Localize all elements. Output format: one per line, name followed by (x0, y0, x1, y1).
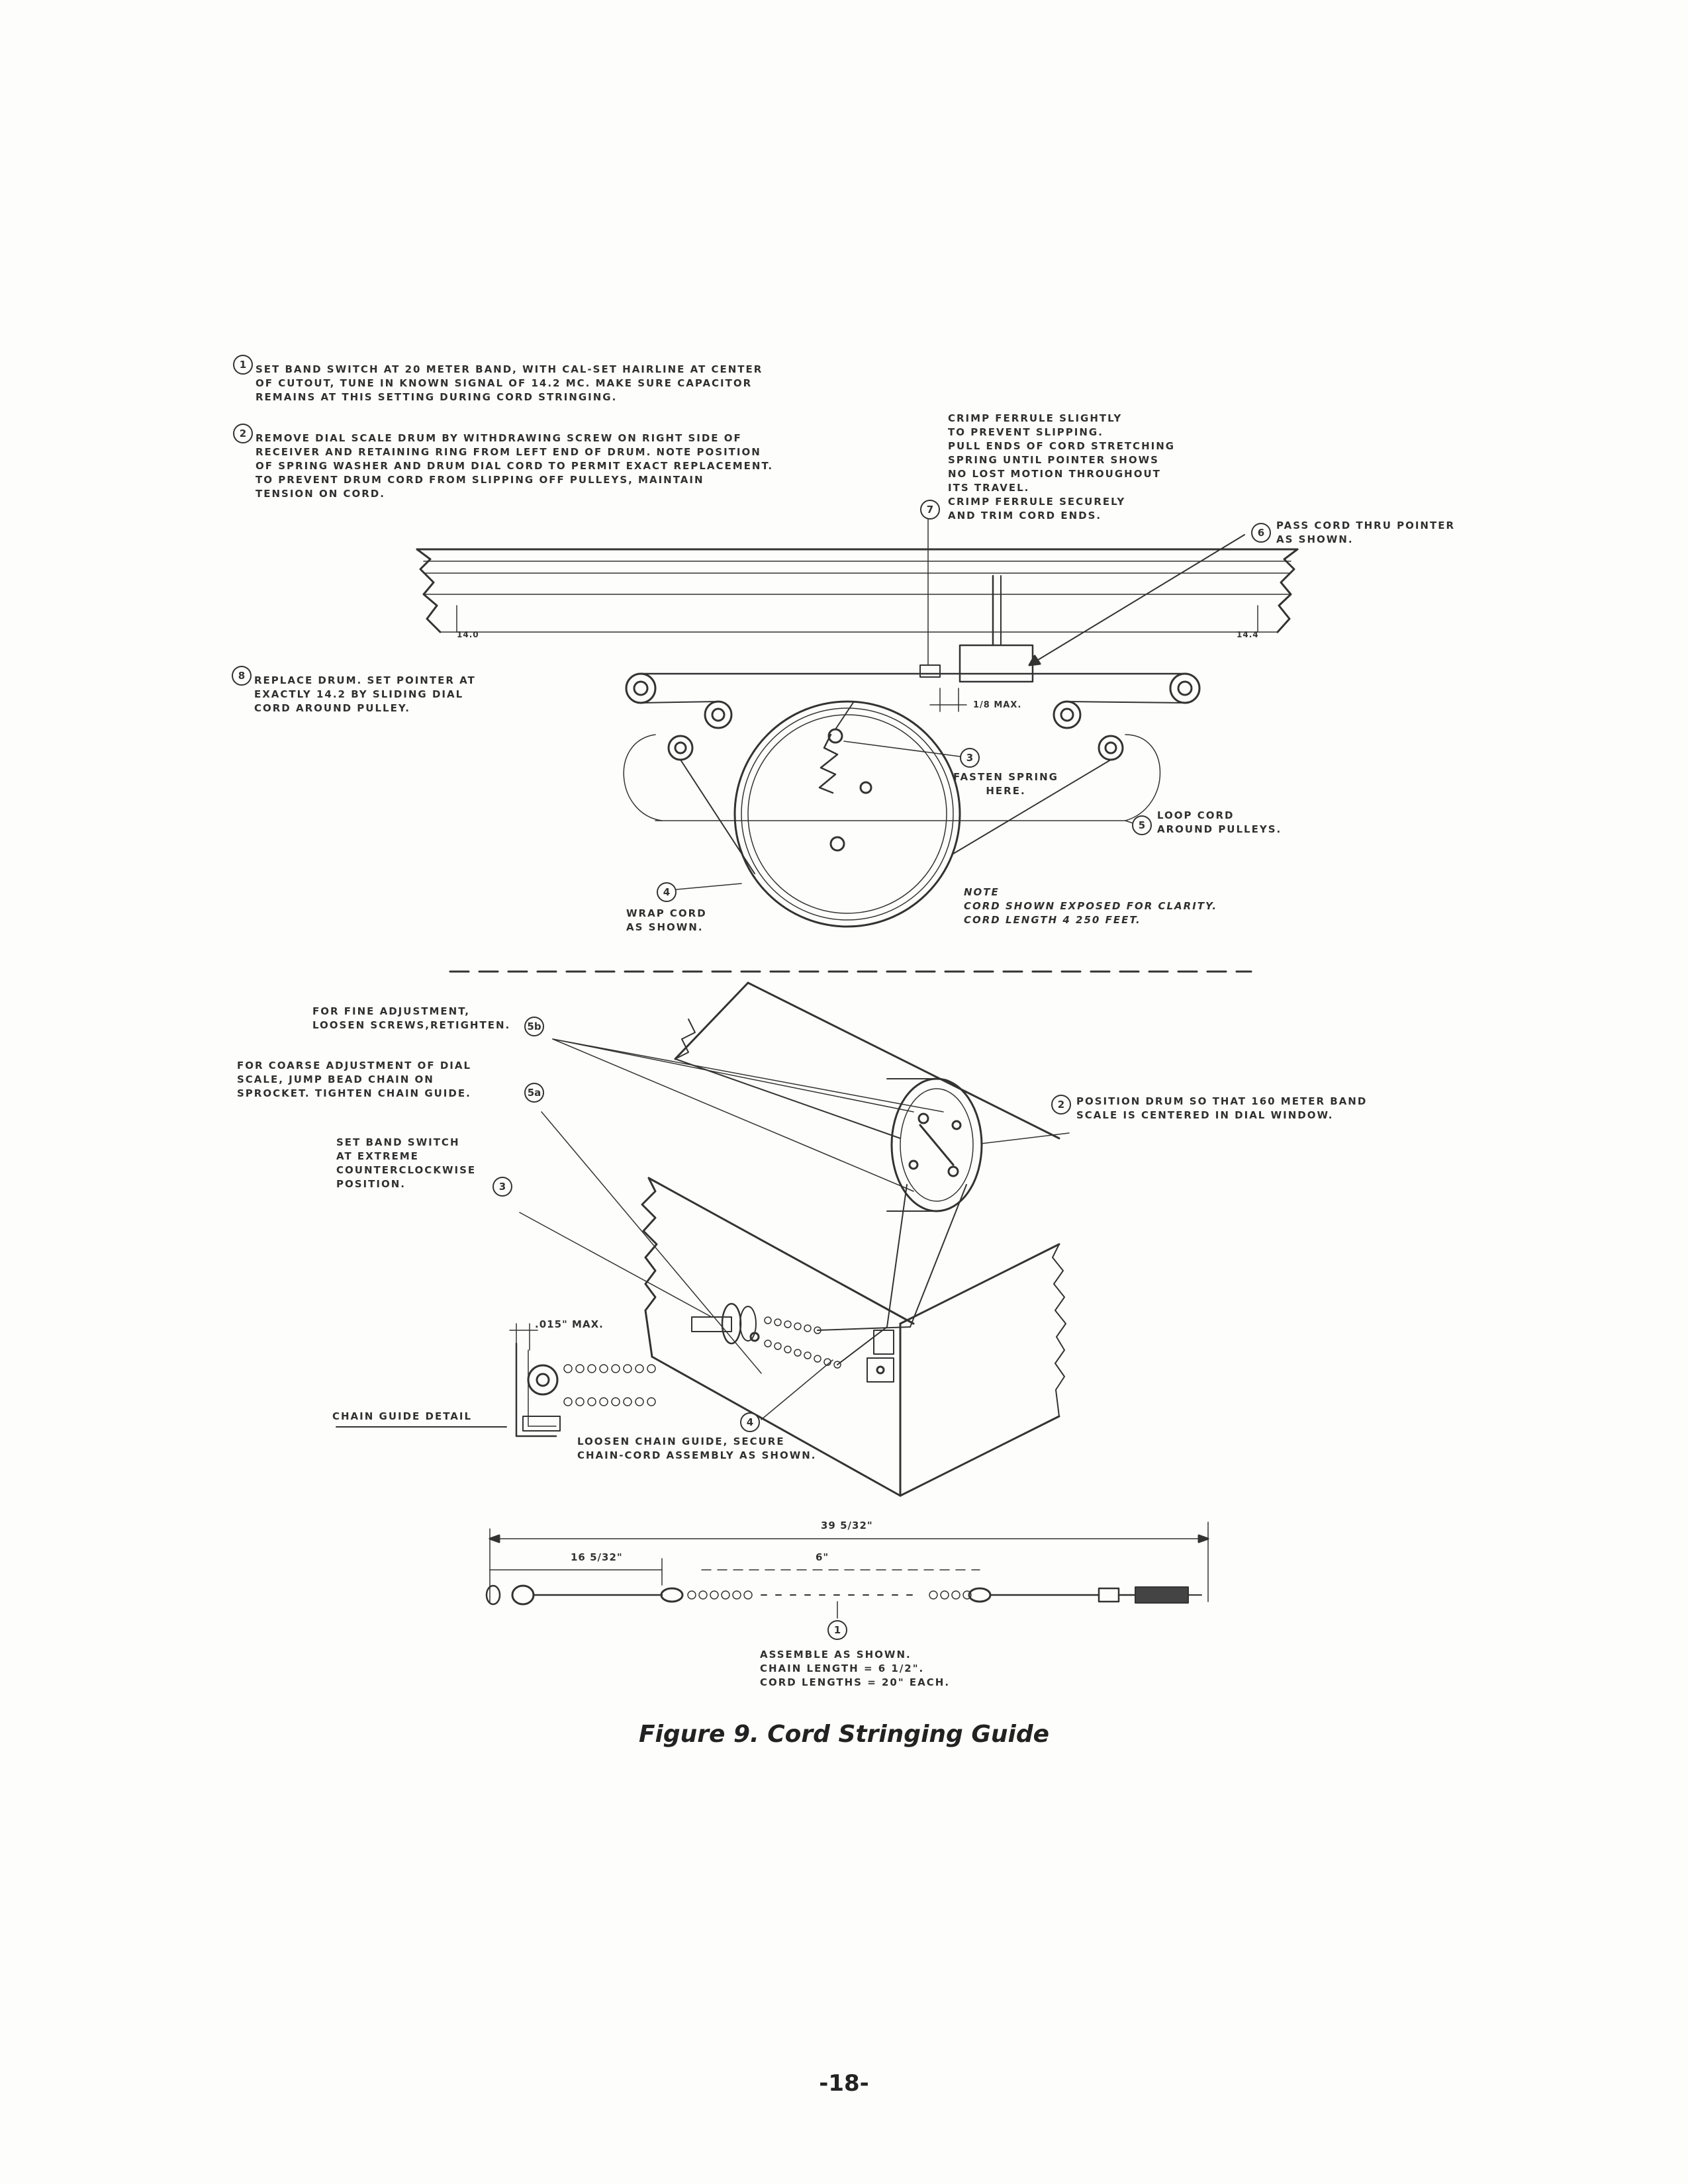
step-5-callout: 5 (1132, 815, 1152, 835)
scale-left-label: 14.0 (457, 630, 479, 639)
step-1-callout: 1 (233, 355, 253, 375)
gap-dimension: 1/8 MAX. (973, 700, 1022, 710)
step-2-callout: 2 (233, 424, 253, 443)
coarse-adjust-callout: 5a (524, 1083, 544, 1103)
step-7-text: CRIMP FERRULE SLIGHTLY TO PREVENT SLIPPI… (948, 412, 1176, 522)
fine-adjust-text: FOR FINE ADJUSTMENT, LOOSEN SCREWS,RETIG… (312, 1005, 511, 1031)
step-5-text: LOOP CORD AROUND PULLEYS. (1157, 809, 1282, 835)
assemble-callout: 1 (827, 1620, 847, 1640)
step-8-text: REPLACE DRUM. SET POINTER AT EXACTLY 14.… (254, 674, 476, 714)
page-number: -18- (819, 2070, 869, 2097)
cord-pulley-system (623, 512, 1245, 928)
cord-note: NOTE CORD SHOWN EXPOSED FOR CLARITY. COR… (964, 886, 1218, 926)
step-7-callout: 7 (920, 500, 940, 520)
chain-dimension: 6" (816, 1551, 829, 1563)
step-6-text: PASS CORD THRU POINTER AS SHOWN. (1276, 520, 1456, 545)
step-4-text: WRAP CORD AS SHOWN. (626, 907, 707, 933)
scale-right-label: 14.4 (1237, 630, 1259, 639)
step-8-callout: 8 (232, 666, 252, 686)
band-switch-text: SET BAND SWITCH AT EXTREME COUNTERCLOCKW… (336, 1136, 477, 1190)
chain-cord-assembly (485, 1522, 1209, 1619)
coarse-adjust-text: FOR COARSE ADJUSTMENT OF DIAL SCALE, JUM… (237, 1060, 472, 1099)
chassis-drum-assembly (336, 981, 1070, 1497)
step-1-text: SET BAND SWITCH AT 20 METER BAND, WITH C… (256, 363, 763, 403)
chain-gap-dimension: .015" MAX. (535, 1318, 604, 1330)
left-cord-dimension: 16 5/32" (571, 1551, 623, 1563)
dial-scale-panel (416, 548, 1299, 633)
drum-position-text: POSITION DRUM SO THAT 160 METER BAND SCA… (1076, 1095, 1368, 1121)
chain-guide-detail-label: CHAIN GUIDE DETAIL (332, 1410, 473, 1422)
step-3-text: FASTEN SPRING HERE. (953, 771, 1058, 797)
step-6-callout: 6 (1251, 523, 1271, 543)
fine-adjust-callout: 5b (524, 1017, 544, 1036)
step-3-callout: 3 (960, 748, 980, 768)
band-switch-callout: 3 (492, 1177, 512, 1197)
loosen-chain-text: LOOSEN CHAIN GUIDE, SECURE CHAIN-CORD AS… (577, 1435, 817, 1461)
step-2-text: REMOVE DIAL SCALE DRUM BY WITHDRAWING SC… (256, 432, 774, 500)
drum-position-callout: 2 (1051, 1095, 1071, 1115)
step-4-callout: 4 (657, 882, 677, 902)
figure-caption: Figure 9. Cord Stringing Guide (638, 1721, 1050, 1748)
overall-length-dimension: 39 5/32" (821, 1520, 873, 1531)
loosen-chain-callout: 4 (740, 1412, 760, 1432)
assemble-text: ASSEMBLE AS SHOWN. CHAIN LENGTH = 6 1/2"… (760, 1649, 951, 1688)
